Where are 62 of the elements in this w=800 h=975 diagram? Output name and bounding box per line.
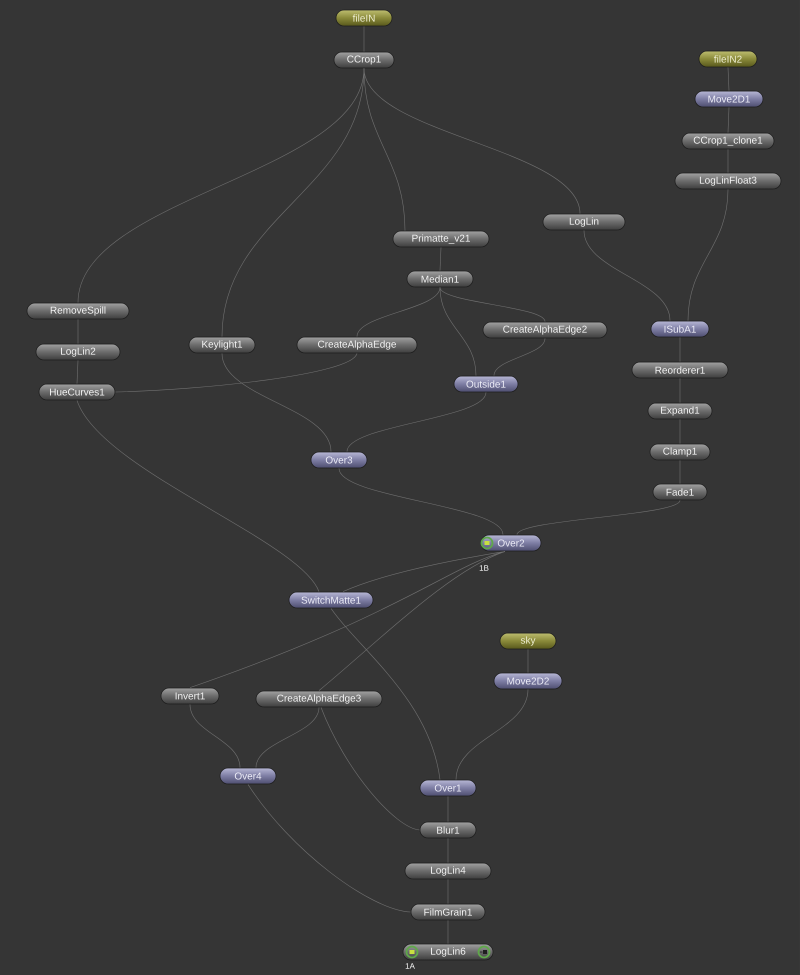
connector-line bbox=[222, 68, 364, 337]
connector-line bbox=[338, 468, 504, 535]
node-pill: ISubA1 bbox=[650, 320, 710, 338]
node-pill: SwitchMatte1 bbox=[288, 592, 374, 608]
node-pill: LogLin4 bbox=[404, 862, 492, 880]
node-caption: 1A bbox=[406, 963, 415, 969]
connector-line bbox=[76, 400, 320, 592]
connector-line bbox=[115, 353, 358, 392]
connector-line bbox=[248, 784, 411, 912]
connector-line bbox=[190, 551, 506, 688]
connector-line bbox=[222, 353, 332, 452]
connector-line bbox=[494, 338, 546, 376]
node-pill: LogLinFloat3 bbox=[674, 172, 782, 190]
node-pill: fileIN2 bbox=[698, 50, 758, 68]
connector-line bbox=[364, 68, 580, 214]
connector-line bbox=[190, 704, 240, 768]
node-pill: Outside1 bbox=[454, 376, 518, 392]
node-pill: Clamp1 bbox=[650, 444, 710, 460]
node-pill: Keylight1 bbox=[188, 336, 256, 354]
node-pill: Over4 bbox=[220, 768, 276, 784]
connector-line bbox=[440, 287, 476, 376]
node-pill: LogLin bbox=[542, 214, 626, 230]
node-pill: Fade1 bbox=[652, 484, 708, 500]
node-pill: CreateAlphaEdge2 bbox=[482, 322, 608, 338]
node-pill: Move2D1 bbox=[694, 90, 764, 108]
connector-line bbox=[76, 360, 78, 384]
node-pill: fileIN bbox=[336, 10, 392, 26]
connector-line bbox=[342, 551, 506, 592]
node-pill: Blur1 bbox=[420, 822, 476, 838]
node-pill: Move2D2 bbox=[494, 672, 562, 690]
node-pill: RemoveSpill bbox=[26, 302, 130, 320]
node-pill: FilmGrain1 bbox=[410, 904, 486, 920]
node-pill: CCrop1 bbox=[334, 52, 394, 68]
connector-line bbox=[440, 247, 442, 271]
node-pill: Reorderer1 bbox=[632, 362, 728, 378]
node-pill: CCrop1_clone1 bbox=[682, 132, 774, 150]
node-pill: Primatte_v21 bbox=[392, 230, 490, 248]
node-pill: HueCurves1 bbox=[38, 384, 116, 400]
connector-line bbox=[320, 707, 420, 830]
node-pill: Over3 bbox=[310, 452, 368, 468]
connector-line bbox=[318, 551, 506, 691]
node-caption: 1B bbox=[480, 565, 488, 571]
connector-line bbox=[728, 67, 730, 91]
connector-line bbox=[346, 392, 486, 452]
connector-line bbox=[584, 230, 670, 321]
connector-line bbox=[356, 287, 440, 337]
node-pill: CreateAlphaEdge bbox=[296, 336, 418, 354]
node-pill: LogLin2 bbox=[36, 344, 120, 360]
node-pill: Median1 bbox=[406, 270, 474, 288]
node-pill: Expand1 bbox=[648, 402, 712, 420]
connector-line bbox=[688, 189, 728, 321]
connector-line bbox=[456, 689, 528, 780]
connector-line bbox=[330, 608, 440, 780]
connector-line bbox=[516, 500, 680, 535]
node-pill: sky bbox=[500, 632, 556, 650]
node-pill: Invert1 bbox=[160, 688, 220, 704]
connector-line bbox=[256, 707, 320, 768]
connector-line bbox=[728, 107, 730, 133]
connector-line bbox=[364, 68, 406, 231]
node-pill: CreateAlphaEdge3 bbox=[256, 690, 382, 708]
connector-line bbox=[440, 287, 546, 322]
node-pill: Over1 bbox=[420, 780, 476, 796]
